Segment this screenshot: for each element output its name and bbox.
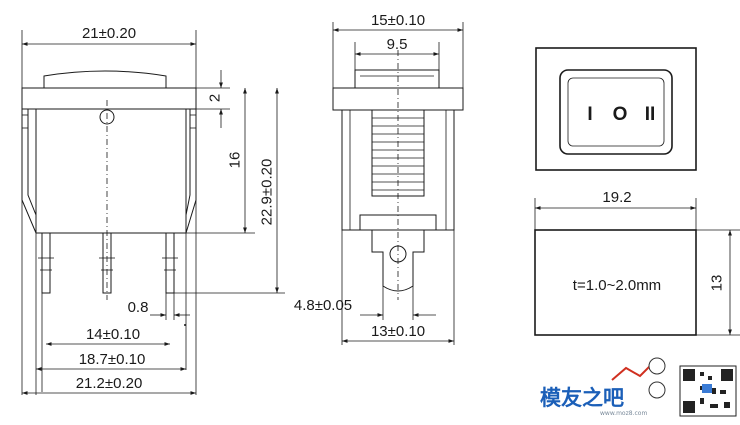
side-rocker-cap (354, 69, 440, 89)
dim-body-height: 16 (227, 152, 244, 169)
cutout-rect (534, 229, 697, 336)
top-view: I O II (535, 47, 697, 171)
watermark: 模友之吧 www.moz8.com (540, 357, 737, 417)
top-frame (535, 47, 697, 171)
front-view: 21±0.20 2 16 22.9±0.20 0.8 14±0.10 18.7±… (21, 25, 285, 395)
dim-cutout-height: 13 (709, 275, 726, 292)
rocker-actuator (43, 70, 167, 88)
panel-thickness: t=1.0~2.0mm (573, 277, 661, 294)
bezel-flange (21, 87, 197, 110)
switch-body (35, 108, 187, 234)
dim-side-inner: 9.5 (387, 36, 408, 53)
dim-front-width: 21±0.20 (82, 25, 136, 42)
watermark-logo-icon (611, 357, 666, 399)
dim-side-width: 15±0.10 (371, 12, 425, 29)
terminal-pins (38, 232, 178, 294)
top-rocker (559, 69, 673, 155)
symbol-off: O (613, 104, 628, 125)
watermark-site: www.moz8.com (600, 410, 647, 417)
dim-cutout-width: 19.2 (602, 189, 631, 206)
symbol-on-1: I (587, 104, 592, 125)
dim-side-base: 13±0.10 (371, 323, 425, 340)
dim-pin-pitch: 14±0.10 (86, 326, 140, 343)
side-view: 15±0.10 9.5 4.8±0.05 13±0.10 (294, 12, 464, 345)
panel-cutout: 19.2 13 t=1.0~2.0mm (534, 189, 740, 336)
dim-terminal-width: 4.8±0.05 (294, 297, 352, 314)
qr-code-icon (679, 365, 737, 417)
dim-overall-height: 22.9±0.20 (259, 159, 276, 226)
dim-pin-width: 0.8 (128, 299, 149, 316)
dim-base-width: 21.2±0.20 (76, 375, 143, 392)
dim-rocker-height: 2 (207, 94, 224, 102)
dim-pin-span: 18.7±0.10 (79, 351, 146, 368)
symbol-on-2: II (645, 104, 656, 125)
side-terminal (371, 230, 425, 292)
watermark-brand: 模友之吧 (540, 386, 624, 410)
